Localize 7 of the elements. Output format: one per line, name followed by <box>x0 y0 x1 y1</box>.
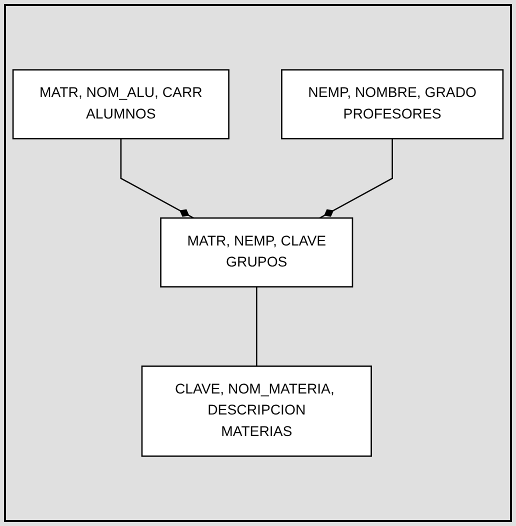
entity-box: MATR, NEMP, CLAVE GRUPOS <box>160 217 354 288</box>
diamond-connector <box>120 138 194 219</box>
connector-line <box>256 286 258 366</box>
diamond-connector <box>319 138 393 219</box>
entity-box: MATR, NOM_ALU, CARR ALUMNOS <box>12 69 230 140</box>
entity-box: CLAVE, NOM_MATERIA, DESCRIPCION MATERIAS <box>141 366 372 457</box>
entity-box: NEMP, NOMBRE, GRADO PROFESORES <box>281 69 504 140</box>
